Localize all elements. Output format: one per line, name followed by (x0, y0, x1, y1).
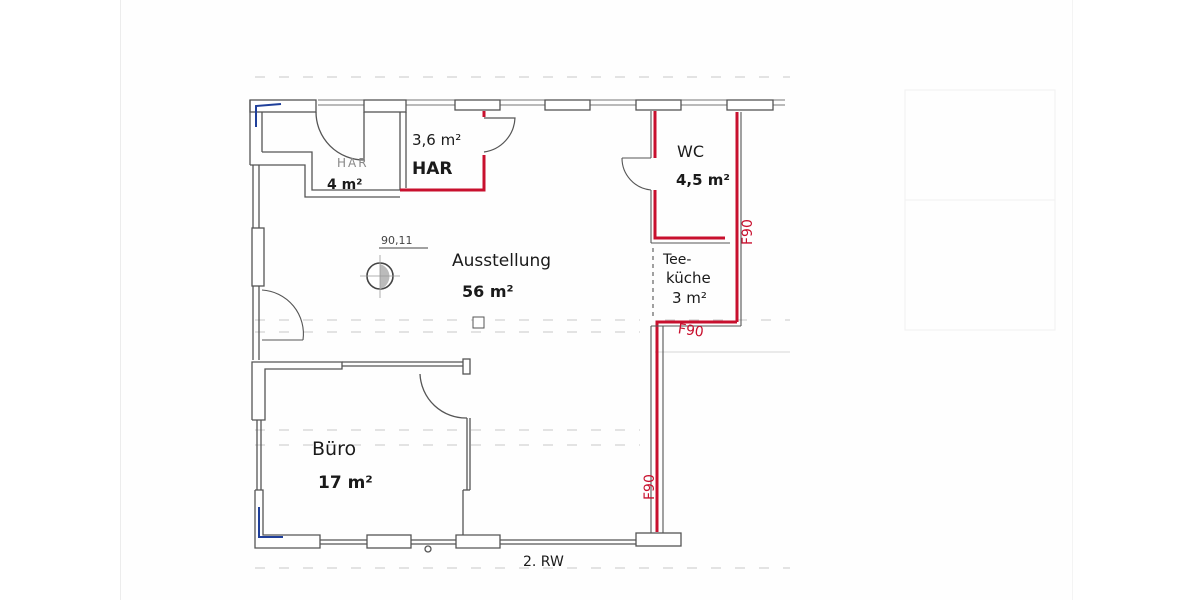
wc-lines (621, 111, 742, 535)
sheet-edge-left (120, 0, 121, 600)
buero-walls (251, 358, 682, 553)
wc-name: WC (677, 142, 704, 161)
fire-rating-upper: F90 (740, 219, 756, 245)
wc-area: 4,5 m² (676, 171, 730, 189)
fire-rating-lower: F90 (642, 474, 658, 500)
wc-fire-walls (653, 111, 739, 532)
har-right-name: HAR (412, 159, 452, 179)
teekueche-name-1: Tee- (662, 252, 691, 268)
sheet-edge-right (1072, 0, 1073, 600)
teekueche-name-2: küche (666, 269, 711, 287)
har-right-door (483, 117, 516, 153)
left-wall (249, 100, 265, 360)
har-right-area: 3,6 m² (412, 131, 461, 149)
ausstellung-area: 56 m² (462, 282, 514, 301)
column-symbol (360, 247, 428, 298)
ausstellung-name: Ausstellung (452, 251, 551, 271)
har-right-fire-wall (400, 111, 486, 192)
blue-markers (255, 103, 283, 538)
har-left-area: 4 m² (327, 177, 362, 193)
buero-name: Büro (312, 438, 356, 460)
fire-rating-middle: F90 (677, 321, 705, 340)
top-piers (249, 99, 774, 113)
entry-door (261, 289, 304, 341)
teekueche-area: 3 m² (672, 289, 707, 307)
shaft-symbol (472, 316, 485, 329)
column-dimension: 90,11 (381, 234, 413, 247)
har-left-name: HAR (337, 156, 369, 170)
faint-reverse-sketch (904, 89, 1056, 331)
buero-area: 17 m² (318, 473, 373, 493)
har-left-walls (250, 111, 407, 198)
guide-lines (255, 76, 790, 569)
escape-route-label: 2. RW (523, 554, 564, 570)
